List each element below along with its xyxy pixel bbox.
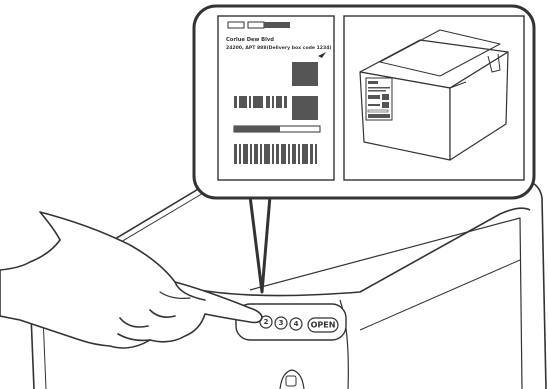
unit-front-lower — [360, 260, 520, 330]
hand-outline — [0, 212, 262, 348]
label-qr-block-2 — [292, 96, 318, 120]
label-qr-block-1 — [292, 62, 318, 86]
address-line-1: Corlue Dew Blvd — [226, 37, 274, 43]
key-2-label: 2 — [264, 318, 269, 326]
lock-slot — [286, 376, 296, 386]
open-button-label: OPEN — [311, 321, 336, 330]
key-button-4[interactable]: 4 — [290, 318, 302, 330]
box-mini-label — [366, 78, 392, 120]
key-4-label: 4 — [294, 320, 299, 328]
key-3-label: 3 — [279, 319, 284, 327]
key-button-3[interactable]: 3 — [275, 317, 287, 329]
callout-pointer — [250, 196, 270, 292]
package-panel — [344, 16, 524, 180]
label-barcode-small — [234, 96, 287, 108]
open-button[interactable]: OPEN — [308, 318, 338, 332]
shipping-label: Corlue Dew Blvd 24200, APT 888(Delivery … — [218, 16, 334, 180]
address-line-2: 24200, APT 888(Delivery box code 1234) — [226, 45, 332, 51]
unit-front-top-edge — [200, 208, 530, 295]
hand-illustration — [0, 212, 262, 348]
